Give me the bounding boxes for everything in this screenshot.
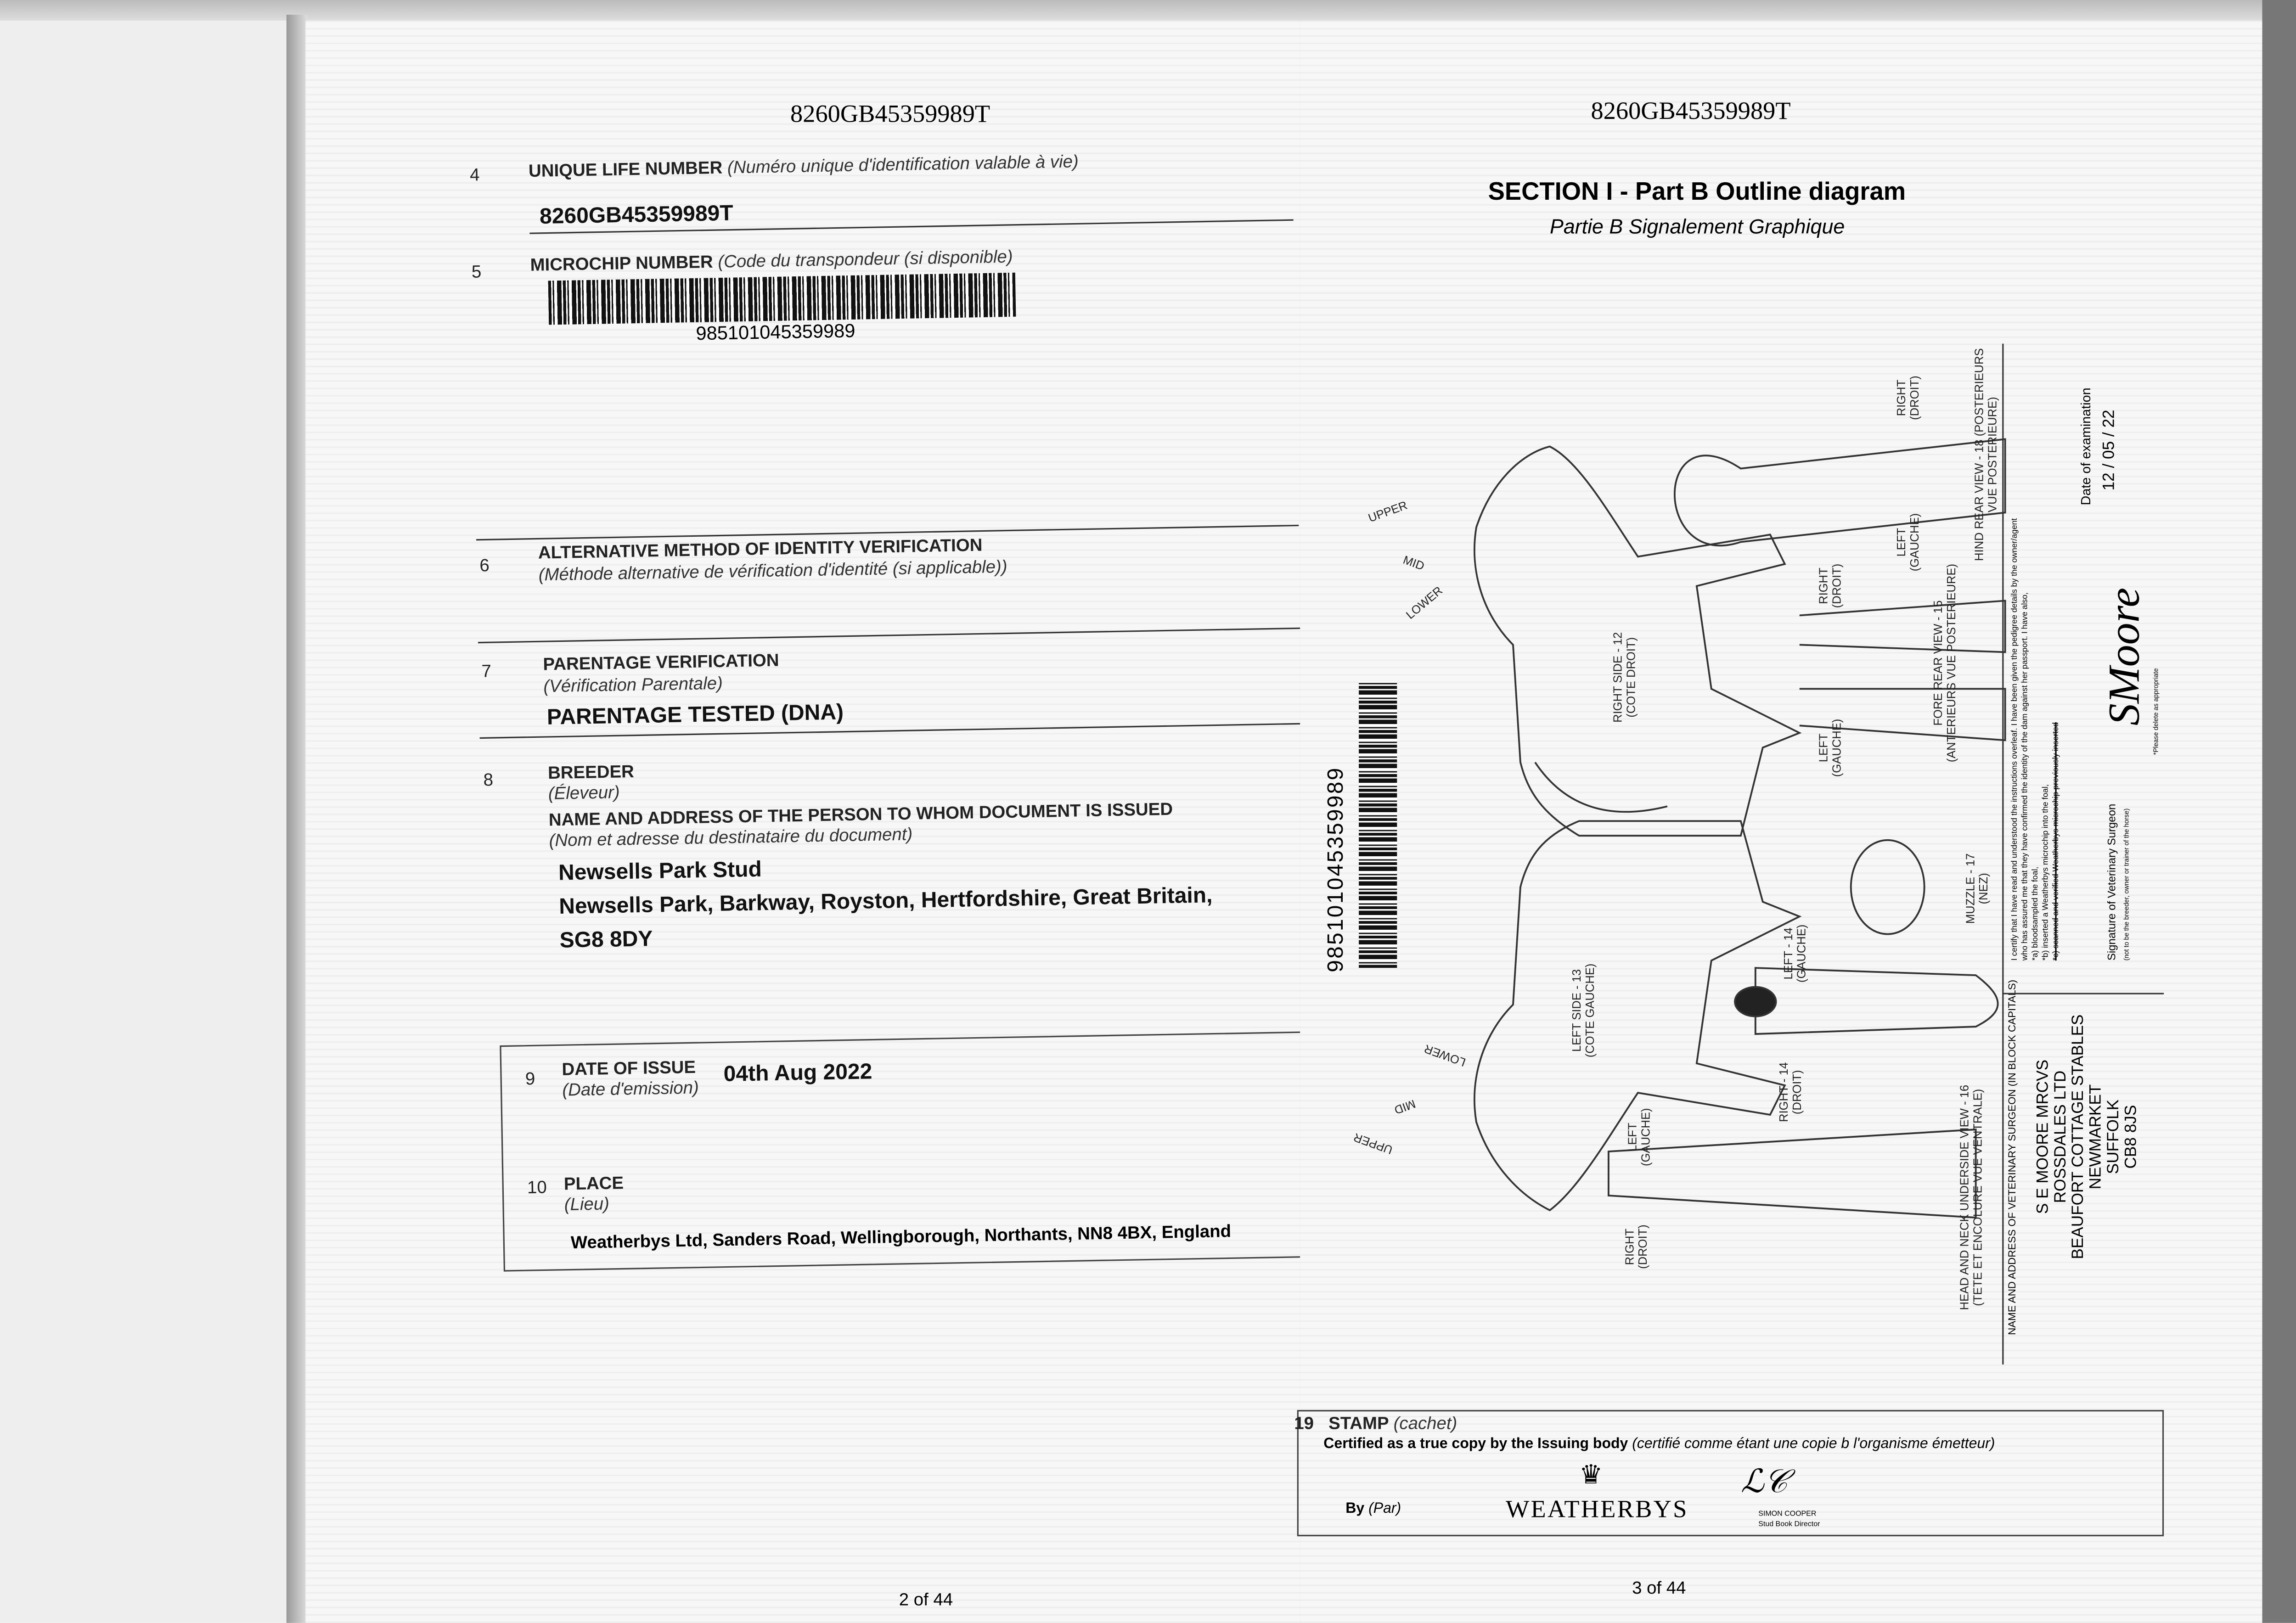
certified-text: Certified as a true copy by the Issuing …	[1323, 1436, 1995, 1453]
breeder-label: BREEDER	[547, 761, 635, 783]
date-issue-label-fr: (Date d'emission)	[562, 1077, 699, 1101]
section-title: SECTION I - Part B Outline diagram	[1488, 178, 1906, 206]
vet-line: ROSSDALES LTD	[2052, 1070, 2070, 1203]
binder-edge-top	[0, 0, 2296, 21]
vet-block-border	[2002, 343, 2004, 1365]
exam-date-label: Date of examination	[2078, 387, 2093, 505]
signatory-title: Stud Book Director	[1758, 1520, 1820, 1529]
breeder-name: Newsells Park Stud	[558, 857, 762, 886]
binder-edge-left	[286, 14, 307, 1623]
page-number: 3 of 44	[1632, 1577, 1686, 1598]
delete-note: *Please delete as appropriate	[2152, 668, 2160, 755]
label-head-right: RIGHT(DROIT)	[1623, 1224, 1650, 1269]
signature-label: Signature of Veterinary Surgeon	[2105, 803, 2118, 961]
label-hind-right: RIGHT(DROIT)	[1895, 376, 1922, 420]
breeder-address-line1: Newsells Park, Barkway, Royston, Hertfor…	[558, 883, 1213, 920]
divider	[2002, 993, 2164, 994]
date-issue-value: 04th Aug 2022	[723, 1059, 872, 1087]
label-right-side: RIGHT SIDE - 12(COTE DROIT)	[1611, 632, 1638, 723]
section-number: 10	[527, 1177, 547, 1198]
section-number: 8	[483, 769, 494, 790]
vet-signature: SMoore	[2100, 587, 2150, 726]
stamp-box	[1297, 1410, 2164, 1537]
parentage-label: PARENTAGE VERIFICATION	[543, 650, 779, 675]
microchip-label: MICROCHIP NUMBER (Code du transpondeur (…	[530, 246, 1013, 275]
left-page-content: 4 UNIQUE LIFE NUMBER (Numéro unique d'id…	[305, 3, 1325, 1489]
vet-line: BEAUFORT COTTAGE STABLES	[2070, 1014, 2088, 1259]
label-head-left: LEFT(GAUCHE)	[1626, 1108, 1653, 1167]
parentage-label-fr: (Vérification Parentale)	[543, 673, 723, 697]
vet-line: SUFFOLK	[2105, 1099, 2123, 1174]
label-left-side: LEFT SIDE - 13(COTE GAUCHE)	[1570, 963, 1597, 1058]
place-label: PLACE	[563, 1172, 624, 1194]
section-number: 9	[525, 1068, 535, 1089]
ule-value: 8260GB45359989T	[539, 201, 734, 230]
label-hind-left: LEFT(GAUCHE)	[1895, 513, 1922, 572]
microchip-barcode-vertical	[1359, 681, 1397, 968]
page-number: 2 of 44	[899, 1589, 953, 1610]
label-right-14: RIGHT - 14(DROIT)	[1777, 1062, 1804, 1123]
signature-note: (not to be the breeder, owner or trainer…	[2122, 808, 2130, 961]
page-header-id: 8260GB45359989T	[790, 100, 990, 128]
label-muzzle: MUZZLE - 17(NEZ)	[1964, 853, 1991, 924]
left-page: 8260GB45359989T 4 UNIQUE LIFE NUMBER (Nu…	[305, 20, 1322, 1623]
section-number: 5	[471, 261, 482, 282]
page-header-id: 8260GB45359989T	[1591, 97, 1791, 125]
vet-heading: NAME AND ADDRESS OF VETERINARY SURGEON (…	[2008, 979, 2019, 1335]
weatherbys-logo: WEATHERBYS	[1505, 1495, 1688, 1523]
top-view-head	[1754, 967, 1999, 1035]
section-number: 7	[481, 661, 492, 682]
vet-name-address: S E MOORE MRCVS ROSSDALES LTD BEAUFORT C…	[2035, 975, 2140, 1298]
ule-label: UNIQUE LIFE NUMBER (Numéro unique d'iden…	[528, 151, 1079, 181]
head-neck-underside	[1607, 1128, 1977, 1219]
vet-line: S E MOORE MRCVS	[2034, 1059, 2053, 1214]
divider	[478, 627, 1301, 644]
section-subtitle: Partie B Signalement Graphique	[1549, 214, 1845, 238]
hind-rear-view	[1674, 438, 2006, 546]
section-number: 4	[469, 164, 480, 185]
left-side-horse	[1474, 820, 1802, 1212]
whorl-mark	[1734, 986, 1777, 1017]
by-label: By (Par)	[1345, 1501, 1401, 1517]
tail-upper	[1534, 762, 1668, 813]
label-fore-right: RIGHT(DROIT)	[1817, 563, 1844, 608]
microchip-barcode	[548, 272, 1016, 325]
vet-certification: I certify that I have read and understoo…	[2011, 518, 2061, 961]
date-issue-label: DATE OF ISSUE	[562, 1056, 696, 1080]
right-page: 8260GB45359989T SECTION I - Part B Outli…	[1294, 20, 2262, 1623]
fore-rear-view	[1799, 600, 2006, 741]
label-left-14: LEFT - 14(GAUCHE)	[1782, 924, 1808, 983]
horse-outline-diagram	[1474, 438, 2006, 1219]
label-head-neck-view: HEAD AND NECK UNDERSIDE VIEW - 16(TETE E…	[1958, 1084, 1985, 1310]
place-label-fr: (Lieu)	[564, 1193, 610, 1215]
parentage-value: PARENTAGE TESTED (DNA)	[546, 700, 844, 730]
label-fore-left: LEFT(GAUCHE)	[1817, 719, 1844, 777]
microchip-value: 985101045359989	[696, 319, 855, 344]
stamp-label: 19 STAMP (cachet)	[1294, 1413, 1458, 1434]
vet-line: CB8 8JS	[2122, 1105, 2140, 1169]
barcode-number: 985101045359989	[1323, 766, 1349, 972]
section-number: 6	[479, 555, 490, 576]
breeder-address-line2: SG8 8DY	[559, 927, 653, 954]
signatory-name: SIMON COOPER	[1758, 1510, 1817, 1519]
vet-line: NEWMARKET	[2087, 1084, 2105, 1190]
muzzle-outline	[1850, 839, 1925, 935]
binder-edge-right	[2262, 0, 2296, 1623]
label-fore-rear-view: FORE REAR VIEW - 15(ANTERIEURS VUE POSTE…	[1931, 563, 1958, 763]
breeder-label-fr: (Éleveur)	[548, 781, 620, 804]
director-signature-icon: ℒ𝒞	[1740, 1463, 1788, 1500]
exam-date-value: 12 / 05 / 22	[2100, 410, 2118, 491]
weatherbys-crest-icon: ♛	[1579, 1460, 1603, 1489]
right-side-horse	[1474, 445, 1802, 837]
